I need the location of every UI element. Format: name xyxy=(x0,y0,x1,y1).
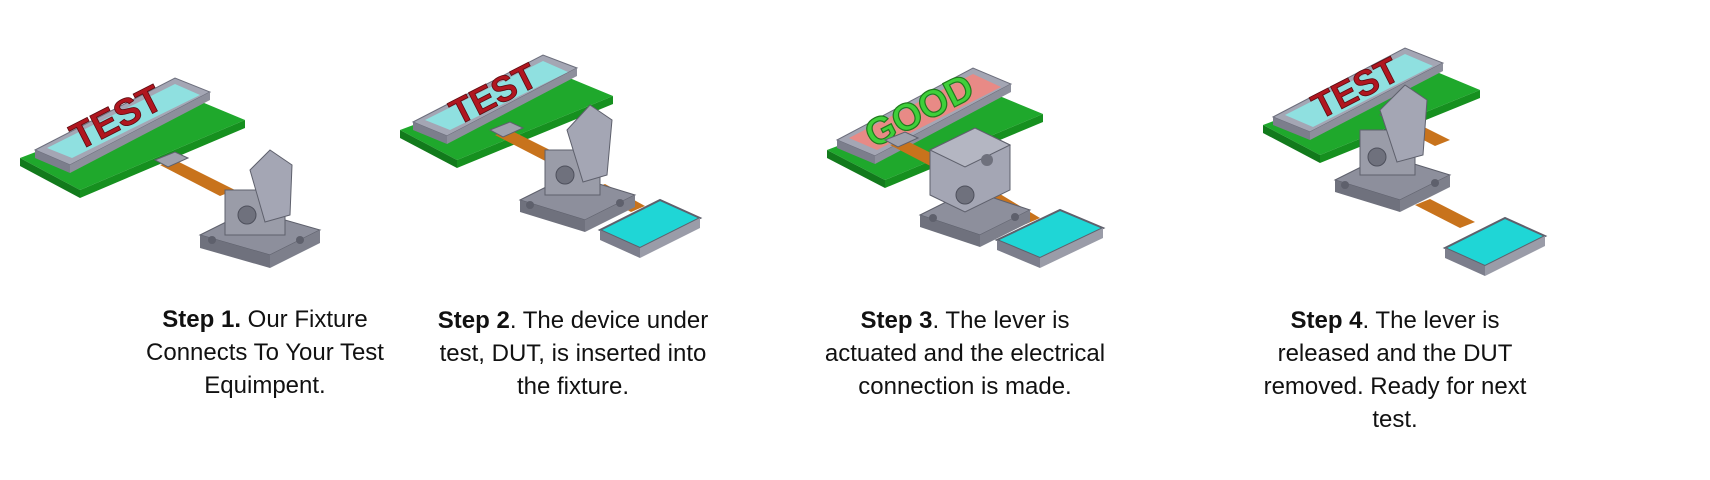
step-4-illustration: TEST xyxy=(1263,47,1548,276)
step-3-panel: GOOD xyxy=(815,0,1235,480)
step-4-text: . The lever is released and the DUT remo… xyxy=(1263,307,1527,433)
step-3-illustration: GOOD xyxy=(827,66,1106,268)
step-2-caption: Step 2. The device under test, DUT, is i… xyxy=(423,304,723,403)
step-4-panel: TEST Step xyxy=(1255,0,1695,480)
flex-cable-icon xyxy=(153,151,235,196)
step-2-illustration: TEST xyxy=(400,54,703,258)
step-1-panel: TEST Step 1. Our Fixture Connects To You… xyxy=(0,0,420,480)
test-fixture-icon xyxy=(1333,84,1452,212)
step-1-illustration: TEST xyxy=(20,77,322,268)
step-4-caption: Step 4. The lever is released and the DU… xyxy=(1255,304,1535,436)
step-2-text: . The device under test, DUT, is inserte… xyxy=(439,307,709,400)
step-3-text: . The lever is actuated and the electric… xyxy=(824,307,1106,400)
dut-panel-icon xyxy=(994,208,1106,268)
dut-panel-icon xyxy=(1442,216,1548,276)
test-fixture-icon xyxy=(918,127,1032,247)
step-3-label: Step 3 xyxy=(860,307,933,334)
step-4-label: Step 4 xyxy=(1290,307,1363,334)
step-2-label: Step 2 xyxy=(437,307,510,334)
step-3-caption: Step 3. The lever is actuated and the el… xyxy=(815,304,1115,403)
dut-panel-icon xyxy=(597,198,703,258)
test-fixture-icon xyxy=(198,149,322,268)
step-1-text: Our Fixture Connects To Your Test Equimp… xyxy=(146,306,384,399)
step-1-label: Step 1. xyxy=(162,306,241,333)
step-2-panel: TEST Step xyxy=(395,0,795,480)
test-fixture-icon xyxy=(518,104,637,232)
display-module-icon: TEST xyxy=(400,54,613,168)
step-1-caption: Step 1. Our Fixture Connects To Your Tes… xyxy=(115,303,415,402)
